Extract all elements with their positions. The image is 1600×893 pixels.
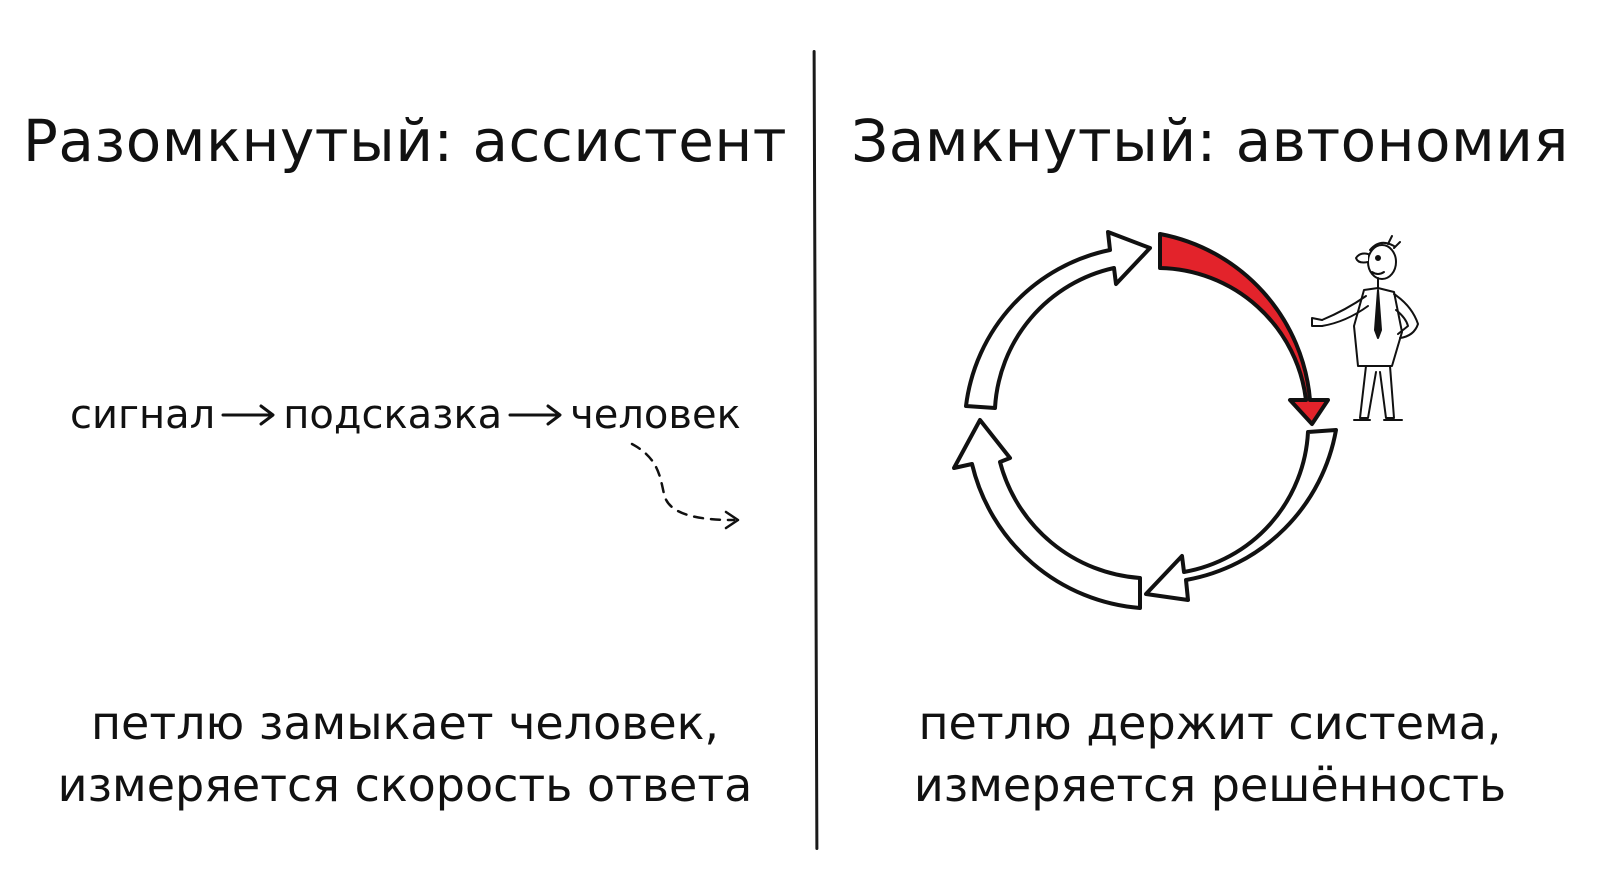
open-loop-caption: петлю замыкает человек, измеряется скоро…: [0, 692, 810, 816]
open-loop-title: Разомкнутый: ассистент: [22, 106, 788, 175]
circular-arrows-icon: [952, 230, 1419, 610]
cycle-arrow-bottom-right: [1144, 428, 1338, 602]
right-arrow-icon: [221, 404, 275, 426]
signal-flow: сигнал подсказка человек: [70, 392, 741, 438]
caption-line: измеряется скорость ответа: [57, 758, 753, 812]
dashed-curved-arrow-icon: [630, 442, 740, 530]
caption-line: измеряется решённость: [913, 758, 1507, 812]
caption-line: петлю держит система,: [918, 696, 1502, 750]
cycle-arrow-top-right-highlight: [1158, 232, 1330, 426]
flow-step-signal: сигнал: [70, 392, 216, 438]
closed-loop-title: Замкнутый: автономия: [851, 106, 1569, 175]
right-arrow-icon: [508, 404, 562, 426]
open-loop-panel: Разомкнутый: ассистент сигнал подсказка …: [0, 106, 810, 816]
caption-line: петлю замыкает человек,: [90, 696, 720, 750]
panel-divider: [812, 49, 819, 851]
closed-loop-panel: Замкнутый: автономия петлю держит систем…: [820, 0, 1600, 893]
flow-step-hint: подсказка: [283, 392, 503, 438]
closed-loop-caption: петлю держит система, измеряется решённо…: [820, 692, 1600, 816]
businessman-pointing-icon: [1311, 235, 1419, 421]
cycle-arrow-top-left: [964, 230, 1152, 410]
cycle-arrow-bottom-left: [952, 418, 1142, 610]
flow-step-human: человек: [570, 392, 741, 438]
